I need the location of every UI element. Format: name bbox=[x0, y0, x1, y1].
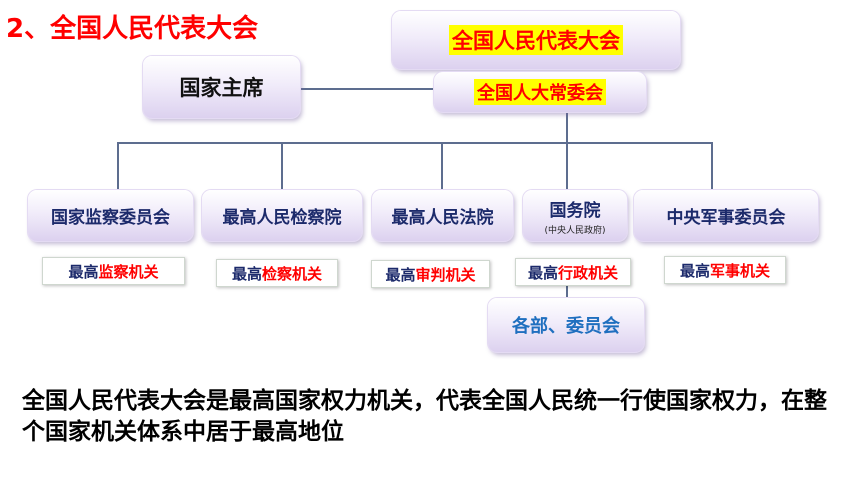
standing-committee-box: 全国人大常委会 bbox=[434, 72, 646, 112]
connector-drop-2 bbox=[281, 142, 283, 190]
summary-text: 全国人民代表大会是最高国家权力机关，代表全国人民统一行使国家权力，在整个国家机关… bbox=[22, 388, 827, 445]
organ-box-state-council: 国务院 (中央人民政府) bbox=[523, 190, 627, 241]
organ-label: 国家监察委员会 bbox=[51, 208, 170, 228]
president-label: 国家主席 bbox=[179, 76, 264, 100]
organ-label: 中央军事委员会 bbox=[666, 208, 786, 228]
organ-role-tag: 最高监察机关 bbox=[42, 257, 185, 285]
connector-drop-4 bbox=[566, 142, 568, 190]
ministries-label: 各部、委员会 bbox=[512, 316, 620, 337]
organ-box-procuratorate: 最高人民检察院 bbox=[202, 190, 362, 241]
organ-role-tag: 最高军事机关 bbox=[664, 256, 786, 284]
organ-label: 最高人民检察院 bbox=[222, 208, 342, 228]
section-title: 2、全国人民代表大会 bbox=[6, 14, 259, 44]
organ-box-court: 最高人民法院 bbox=[372, 190, 513, 241]
president-box: 国家主席 bbox=[143, 56, 300, 118]
ministries-box: 各部、委员会 bbox=[488, 298, 644, 352]
standing-committee-label: 全国人大常委会 bbox=[474, 79, 606, 105]
npc-box: 全国人民代表大会 bbox=[392, 11, 680, 69]
organ-role-tag: 最高审判机关 bbox=[371, 260, 490, 288]
connector-president bbox=[300, 88, 434, 90]
connector-drop-3 bbox=[441, 142, 443, 190]
organ-role-tag: 最高行政机关 bbox=[515, 258, 631, 286]
connector-drop-1 bbox=[117, 142, 119, 190]
organ-box-military: 中央军事委员会 bbox=[634, 190, 818, 241]
connector-drop-5 bbox=[711, 142, 713, 190]
connector-ministries bbox=[566, 284, 568, 298]
organ-box-supervision: 国家监察委员会 bbox=[28, 190, 193, 241]
organ-label: 最高人民法院 bbox=[391, 208, 494, 228]
organ-label: 国务院 bbox=[549, 200, 601, 221]
organ-role-tag: 最高检察机关 bbox=[216, 259, 338, 287]
connector-horizontal-bus bbox=[117, 142, 713, 144]
connector-npc-trunk bbox=[566, 113, 568, 143]
organ-sublabel: (中央人民政府) bbox=[544, 225, 606, 236]
npc-label: 全国人民代表大会 bbox=[449, 25, 623, 55]
